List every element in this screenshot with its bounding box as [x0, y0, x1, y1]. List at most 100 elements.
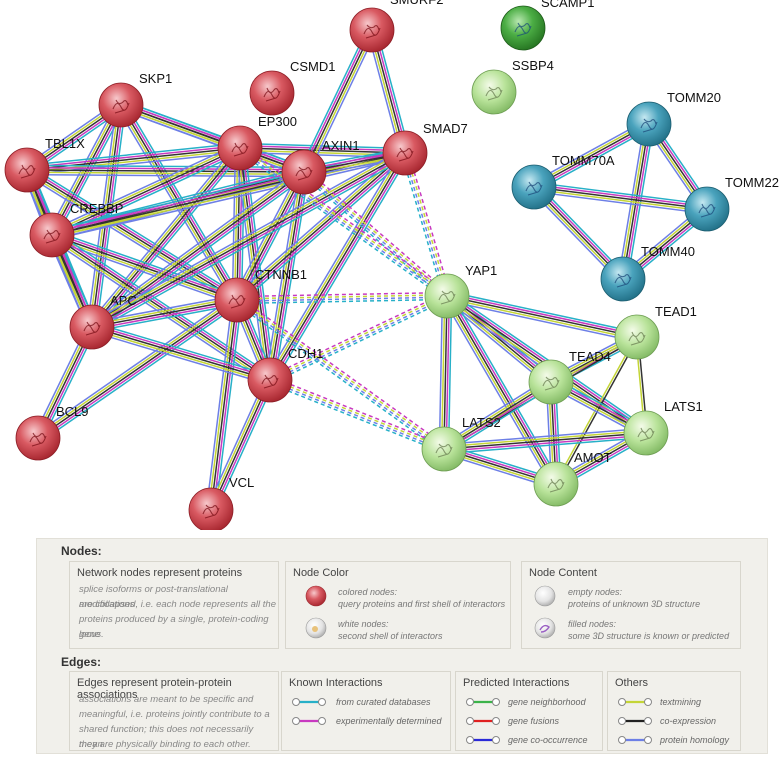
node-ssbp4[interactable]: SSBP4	[471, 58, 554, 115]
node-sphere[interactable]	[98, 82, 144, 128]
node-tbl1x[interactable]: TBL1X	[4, 136, 85, 193]
node-sphere[interactable]	[511, 164, 557, 210]
node-sphere[interactable]	[424, 273, 470, 319]
edge-line	[533, 190, 707, 215]
edge-YAP1-AMOT	[442, 293, 561, 487]
node-sphere[interactable]	[600, 256, 646, 302]
edge-line	[443, 427, 646, 446]
node-ep300[interactable]: EP300	[217, 114, 297, 171]
node-sphere[interactable]	[214, 277, 260, 323]
edge-line	[90, 150, 405, 326]
node-sphere[interactable]	[349, 7, 395, 53]
node-sphere[interactable]	[247, 357, 293, 403]
node-label: TOMM22	[725, 175, 779, 190]
node-sphere[interactable]	[623, 410, 669, 456]
node-sphere[interactable]	[4, 147, 50, 193]
node-label: CDH1	[288, 346, 323, 361]
edge-line	[622, 123, 650, 280]
edge-line	[299, 27, 369, 171]
edge-line	[265, 150, 402, 379]
node-axin1[interactable]: AXIN1	[281, 138, 360, 195]
node-content-title: Node Content	[529, 567, 597, 579]
node-sphere[interactable]	[249, 70, 295, 116]
node-skp1[interactable]: SKP1	[98, 71, 172, 128]
edge-line	[237, 298, 446, 449]
edge-line	[90, 330, 269, 386]
node-scamp1[interactable]: SCAMP1	[500, 0, 594, 51]
edge-line	[233, 148, 403, 298]
edge-line	[205, 299, 234, 510]
nodes-proteins-desc-4: locus.	[79, 629, 104, 640]
edge-AXIN1-APC	[88, 167, 308, 332]
node-lats2[interactable]: LATS2	[421, 415, 501, 472]
edge-line	[269, 380, 444, 451]
edge-SMAD7-CTNNB1	[233, 148, 409, 305]
node-vcl[interactable]: VCL	[188, 475, 254, 530]
node-sphere[interactable]	[626, 101, 672, 147]
edges-associations-box: Edges represent protein-protein associat…	[69, 671, 279, 751]
edge-line	[303, 29, 373, 173]
edge-line	[122, 103, 240, 300]
edge-line	[92, 154, 407, 330]
node-sphere[interactable]	[533, 461, 579, 507]
node-sphere[interactable]	[188, 487, 234, 530]
protein-structure-icon	[525, 181, 543, 196]
node-crebbp[interactable]: CREBBP	[29, 201, 123, 258]
node-tomm22[interactable]: TOMM22	[684, 175, 779, 232]
edge-APC-CDH1	[90, 321, 272, 386]
node-sphere[interactable]	[421, 426, 467, 472]
node-csmd1[interactable]: CSMD1	[249, 59, 336, 116]
node-tomm70a[interactable]: TOMM70A	[511, 153, 615, 210]
edge-line	[92, 173, 306, 330]
node-sphere[interactable]	[614, 314, 660, 360]
node-label: AMOT	[574, 450, 612, 465]
filled-node-icon	[534, 617, 556, 639]
predicted-interactions-box: Predicted Interactions gene neighborhood…	[455, 671, 603, 751]
node-sphere[interactable]	[382, 130, 428, 176]
edge-line	[51, 234, 271, 381]
node-label: YAP1	[465, 263, 497, 278]
edges-section-title: Edges:	[61, 655, 102, 669]
edge-line	[446, 297, 637, 340]
edge-line	[93, 156, 408, 332]
node-apc[interactable]: APC	[69, 293, 137, 350]
node-sphere[interactable]	[29, 212, 75, 258]
edge-line	[91, 326, 271, 381]
known-interactions-box: Known Interactions from curated database…	[281, 671, 451, 751]
node-tead4[interactable]: TEAD4	[528, 349, 611, 405]
fusions-label: gene fusions	[508, 716, 560, 726]
node-sphere[interactable]	[217, 125, 263, 171]
node-sphere[interactable]	[15, 415, 61, 461]
edge-line	[38, 301, 239, 441]
node-amot[interactable]: AMOT	[533, 450, 612, 507]
node-tomm20[interactable]: TOMM20	[626, 90, 721, 147]
node-tead1[interactable]: TEAD1	[614, 304, 697, 360]
node-sphere[interactable]	[281, 149, 327, 195]
edge-line	[270, 296, 448, 382]
node-cdh1[interactable]: CDH1	[247, 346, 323, 403]
edge-line	[236, 294, 447, 300]
node-lats1[interactable]: LATS1	[623, 399, 703, 456]
edge-line	[405, 152, 449, 296]
node-color-title: Node Color	[293, 567, 349, 579]
node-tomm40[interactable]: TOMM40	[600, 244, 695, 302]
node-sphere[interactable]	[684, 186, 730, 232]
protein-structure-icon	[29, 432, 47, 447]
edge-TEAD1-AMOT	[554, 336, 639, 485]
edge-line	[533, 188, 707, 213]
node-sphere[interactable]	[500, 5, 546, 51]
edge-line	[238, 296, 447, 447]
node-smad7[interactable]: SMAD7	[382, 121, 468, 176]
protein-structure-icon	[435, 443, 453, 458]
edge-line	[301, 28, 371, 172]
node-label: TEAD4	[569, 349, 611, 364]
node-smurf2[interactable]: SMURF2	[349, 0, 443, 53]
node-ctnnb1[interactable]: CTNNB1	[214, 267, 307, 323]
node-bcl9[interactable]: BCL9	[15, 404, 89, 461]
node-sphere[interactable]	[69, 304, 115, 350]
edge-line	[236, 147, 241, 301]
node-sphere[interactable]	[471, 69, 517, 115]
node-sphere[interactable]	[528, 359, 574, 405]
empty-nodes-label: empty nodes:	[568, 587, 623, 597]
node-yap1[interactable]: YAP1	[424, 263, 497, 319]
